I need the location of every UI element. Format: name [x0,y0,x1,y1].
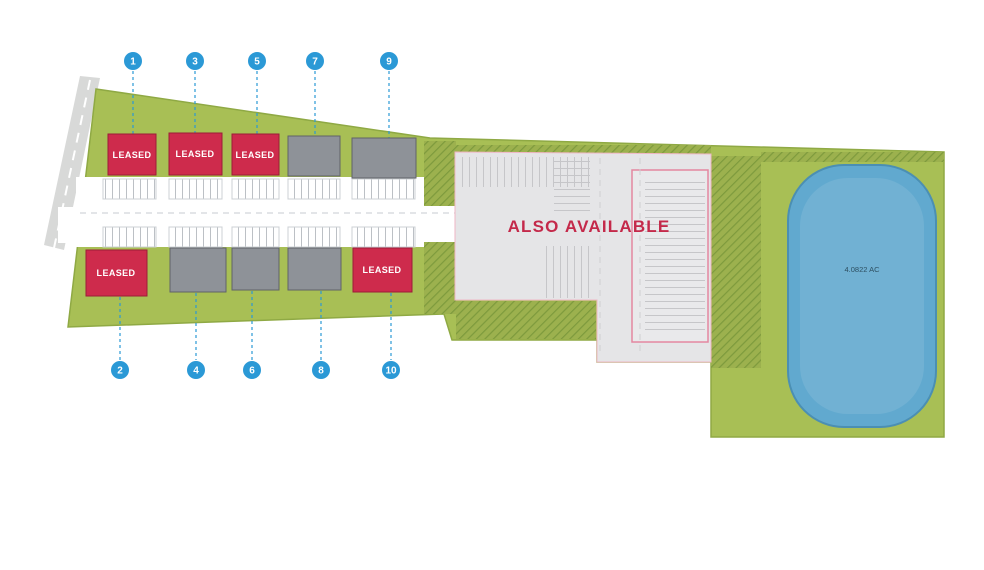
pond-water [787,164,937,428]
stall-block [168,226,223,248]
unit-5-status-label: LEASED [236,150,275,160]
stall-block [102,226,157,248]
unit-1-number: 1 [130,57,136,68]
landscape-buffer-top-right [761,152,944,162]
unit-8-badge [311,360,331,380]
unit-10-status-label: LEASED [363,265,402,275]
stall-block [102,178,157,200]
stall-block [231,178,280,200]
unit-8-number: 8 [318,366,324,377]
unit-5-badge [247,51,267,71]
unit-7-footprint [287,135,341,177]
unit-3-status-label: LEASED [176,149,215,159]
unit-3-number: 3 [192,57,198,68]
unit-10-badge [381,360,401,380]
unit-6-number: 6 [249,366,255,377]
unit-3-badge [185,51,205,71]
unit-4-footprint [169,247,227,293]
unit-2-badge [110,360,130,380]
unit-7-number: 7 [312,57,318,68]
stall-block [287,178,341,200]
unit-1-footprint [107,133,157,176]
pad-stalls-lower [545,246,590,298]
unit-1-status-label: LEASED [113,150,152,160]
available-building-pad: ALSO AVAILABLE [454,151,712,363]
pad-stalls-right [645,178,705,336]
pad-stalls-upper-mid [554,157,590,215]
unit-5-footprint [231,133,280,176]
parking-stalls [102,178,416,248]
unit-3-footprint [168,132,223,176]
unit-6: 6 [231,247,280,380]
unit-2-number: 2 [117,366,123,377]
stall-block [231,226,280,248]
stall-block [287,226,341,248]
unit-9-badge [379,51,399,71]
parking-court [58,177,462,248]
unit-2-status-label: LEASED [97,268,136,278]
landscape-buffer-top [456,145,711,156]
unit-9: 9 [351,51,417,179]
pond-acreage-label: 4.0822 AC [844,265,880,274]
unit-10-number: 10 [385,366,397,377]
stall-block [168,178,223,200]
unit-1-badge [123,51,143,71]
unit-7-badge [305,51,325,71]
landscape-buffer-right [711,156,761,368]
landscape-buffer-below-pad [456,301,596,339]
also-available-label: ALSO AVAILABLE [508,217,671,236]
unit-10-footprint [352,247,413,293]
unit-4-number: 4 [193,366,199,377]
unit-5: LEASED 5 [231,51,280,176]
unit-8: 8 [287,247,342,380]
court-driveway-entrance [58,207,80,243]
unit-5-number: 5 [254,57,260,68]
unit-6-badge [242,360,262,380]
retention-pond: 4.0822 AC [787,164,937,428]
road-surface [44,76,100,250]
unit-2: LEASED 2 [85,249,148,380]
stall-block [351,178,416,200]
unit-1: LEASED 1 [107,51,157,176]
unit-4: 4 [169,247,227,380]
stall-block [351,226,416,248]
unit-6-footprint [231,247,280,291]
unit-2-footprint [85,249,148,297]
unit-10: LEASED 10 [352,247,413,380]
unit-9-number: 9 [386,57,392,68]
pond-highlight [800,178,924,414]
unit-8-footprint [287,247,342,291]
unit-4-badge [186,360,206,380]
unit-7: 7 [287,51,341,177]
unit-9-footprint [351,137,417,179]
road [44,76,100,250]
unit-3: LEASED 3 [168,51,223,176]
